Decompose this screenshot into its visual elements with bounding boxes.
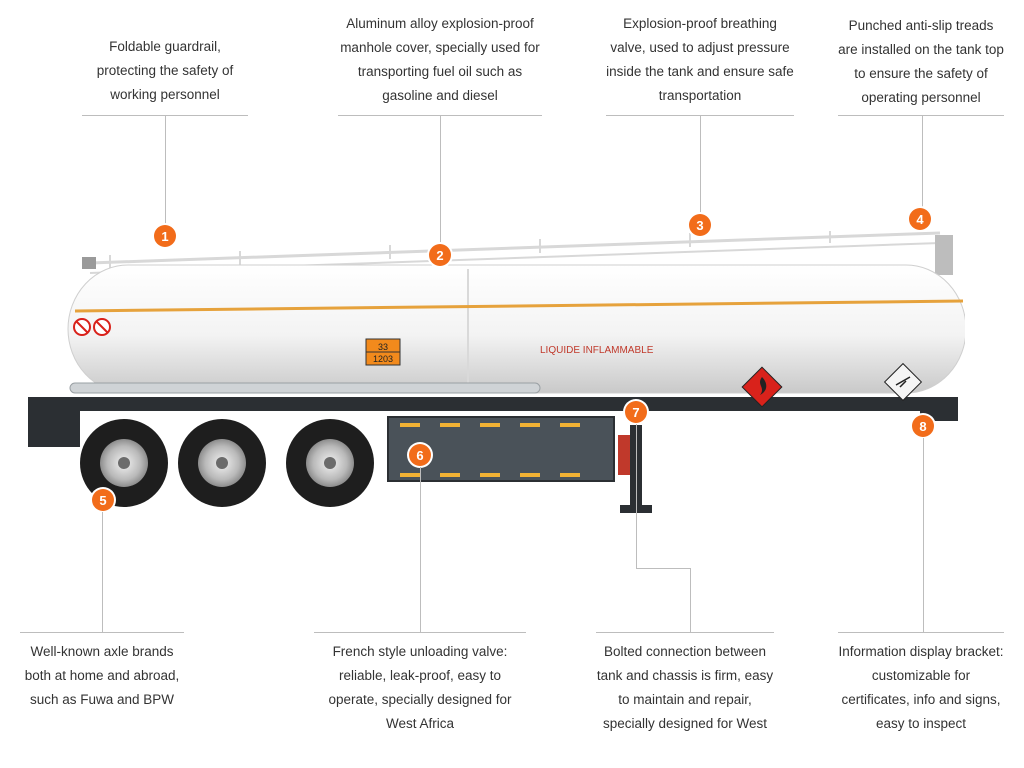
leader-7b — [636, 568, 690, 569]
leader-6 — [420, 467, 421, 632]
leader-1 — [165, 115, 166, 225]
caption-6-text: French style unloading valve: reliable, … — [328, 644, 512, 731]
caption-6: French style unloading valve: reliable, … — [314, 640, 526, 736]
caption-8: Information display bracket: customizabl… — [838, 640, 1004, 736]
marker-5: 5 — [92, 489, 114, 511]
leader-2 — [440, 115, 441, 243]
caption-5-text: Well-known axle brands both at home and … — [24, 644, 180, 707]
hazard-code-plate: 33 1203 — [365, 338, 401, 366]
caption-2-text: Aluminum alloy explosion-proof manhole c… — [340, 16, 540, 103]
tank-body — [67, 264, 965, 394]
flammable-hazard-sign — [741, 366, 783, 408]
marker-6: 6 — [409, 444, 431, 466]
hose-tube — [69, 382, 541, 394]
caption-4: Punched anti-slip treads are installed o… — [838, 14, 1004, 110]
no-smoking-sign — [73, 318, 91, 336]
caption-7: Bolted connection between tank and chass… — [596, 640, 774, 736]
leader-7a — [636, 424, 637, 568]
wheel-2 — [178, 419, 266, 507]
caption-7-text: Bolted connection between tank and chass… — [596, 644, 774, 731]
caption-7-overline — [596, 632, 774, 633]
cabinet-reflectors — [400, 423, 580, 477]
wheel-1 — [80, 419, 168, 507]
tanker-trailer-illustration: 33 1203 LIQUIDE INFLAMMABLE sailingvehic… — [28, 231, 965, 513]
marker-4: 4 — [909, 208, 931, 230]
leader-4 — [922, 115, 923, 210]
tank-stripe — [74, 299, 964, 313]
no-fire-sign — [93, 318, 111, 336]
marker-8: 8 — [912, 415, 934, 437]
caption-1: Foldable guardrail, protecting the safet… — [82, 35, 248, 107]
tank-side-text: LIQUIDE INFLAMMABLE — [540, 345, 654, 356]
marker-3: 3 — [689, 214, 711, 236]
guardrail-hinge — [82, 257, 96, 269]
leader-8 — [923, 438, 924, 632]
tail-light — [618, 435, 630, 475]
caption-5-overline — [20, 632, 184, 633]
chassis-frame — [28, 397, 958, 411]
leader-7c — [690, 568, 691, 632]
caption-3-text: Explosion-proof breathing valve, used to… — [606, 16, 794, 103]
caption-4-text: Punched anti-slip treads are installed o… — [838, 18, 1004, 105]
marker-2: 2 — [429, 244, 451, 266]
caption-8-overline — [838, 632, 1004, 633]
hazard-code-bottom: 1203 — [373, 354, 393, 364]
caption-1-text: Foldable guardrail, protecting the safet… — [96, 39, 234, 102]
front-frame — [920, 411, 958, 421]
caption-6-overline — [314, 632, 526, 633]
leader-3 — [700, 115, 701, 215]
rear-rail-post — [935, 235, 953, 275]
environmental-hazard-sign — [883, 362, 923, 402]
caption-5: Well-known axle brands both at home and … — [20, 640, 184, 712]
leader-5 — [102, 512, 103, 632]
caption-3: Explosion-proof breathing valve, used to… — [606, 12, 794, 108]
caption-2: Aluminum alloy explosion-proof manhole c… — [338, 12, 542, 108]
wheel-3 — [286, 419, 374, 507]
caption-8-text: Information display bracket: customizabl… — [838, 644, 1004, 731]
caption-4-underline — [838, 115, 1004, 116]
rear-bumper — [28, 411, 80, 447]
hazard-code-top: 33 — [378, 342, 388, 352]
marker-1: 1 — [154, 225, 176, 247]
marker-7: 7 — [625, 401, 647, 423]
